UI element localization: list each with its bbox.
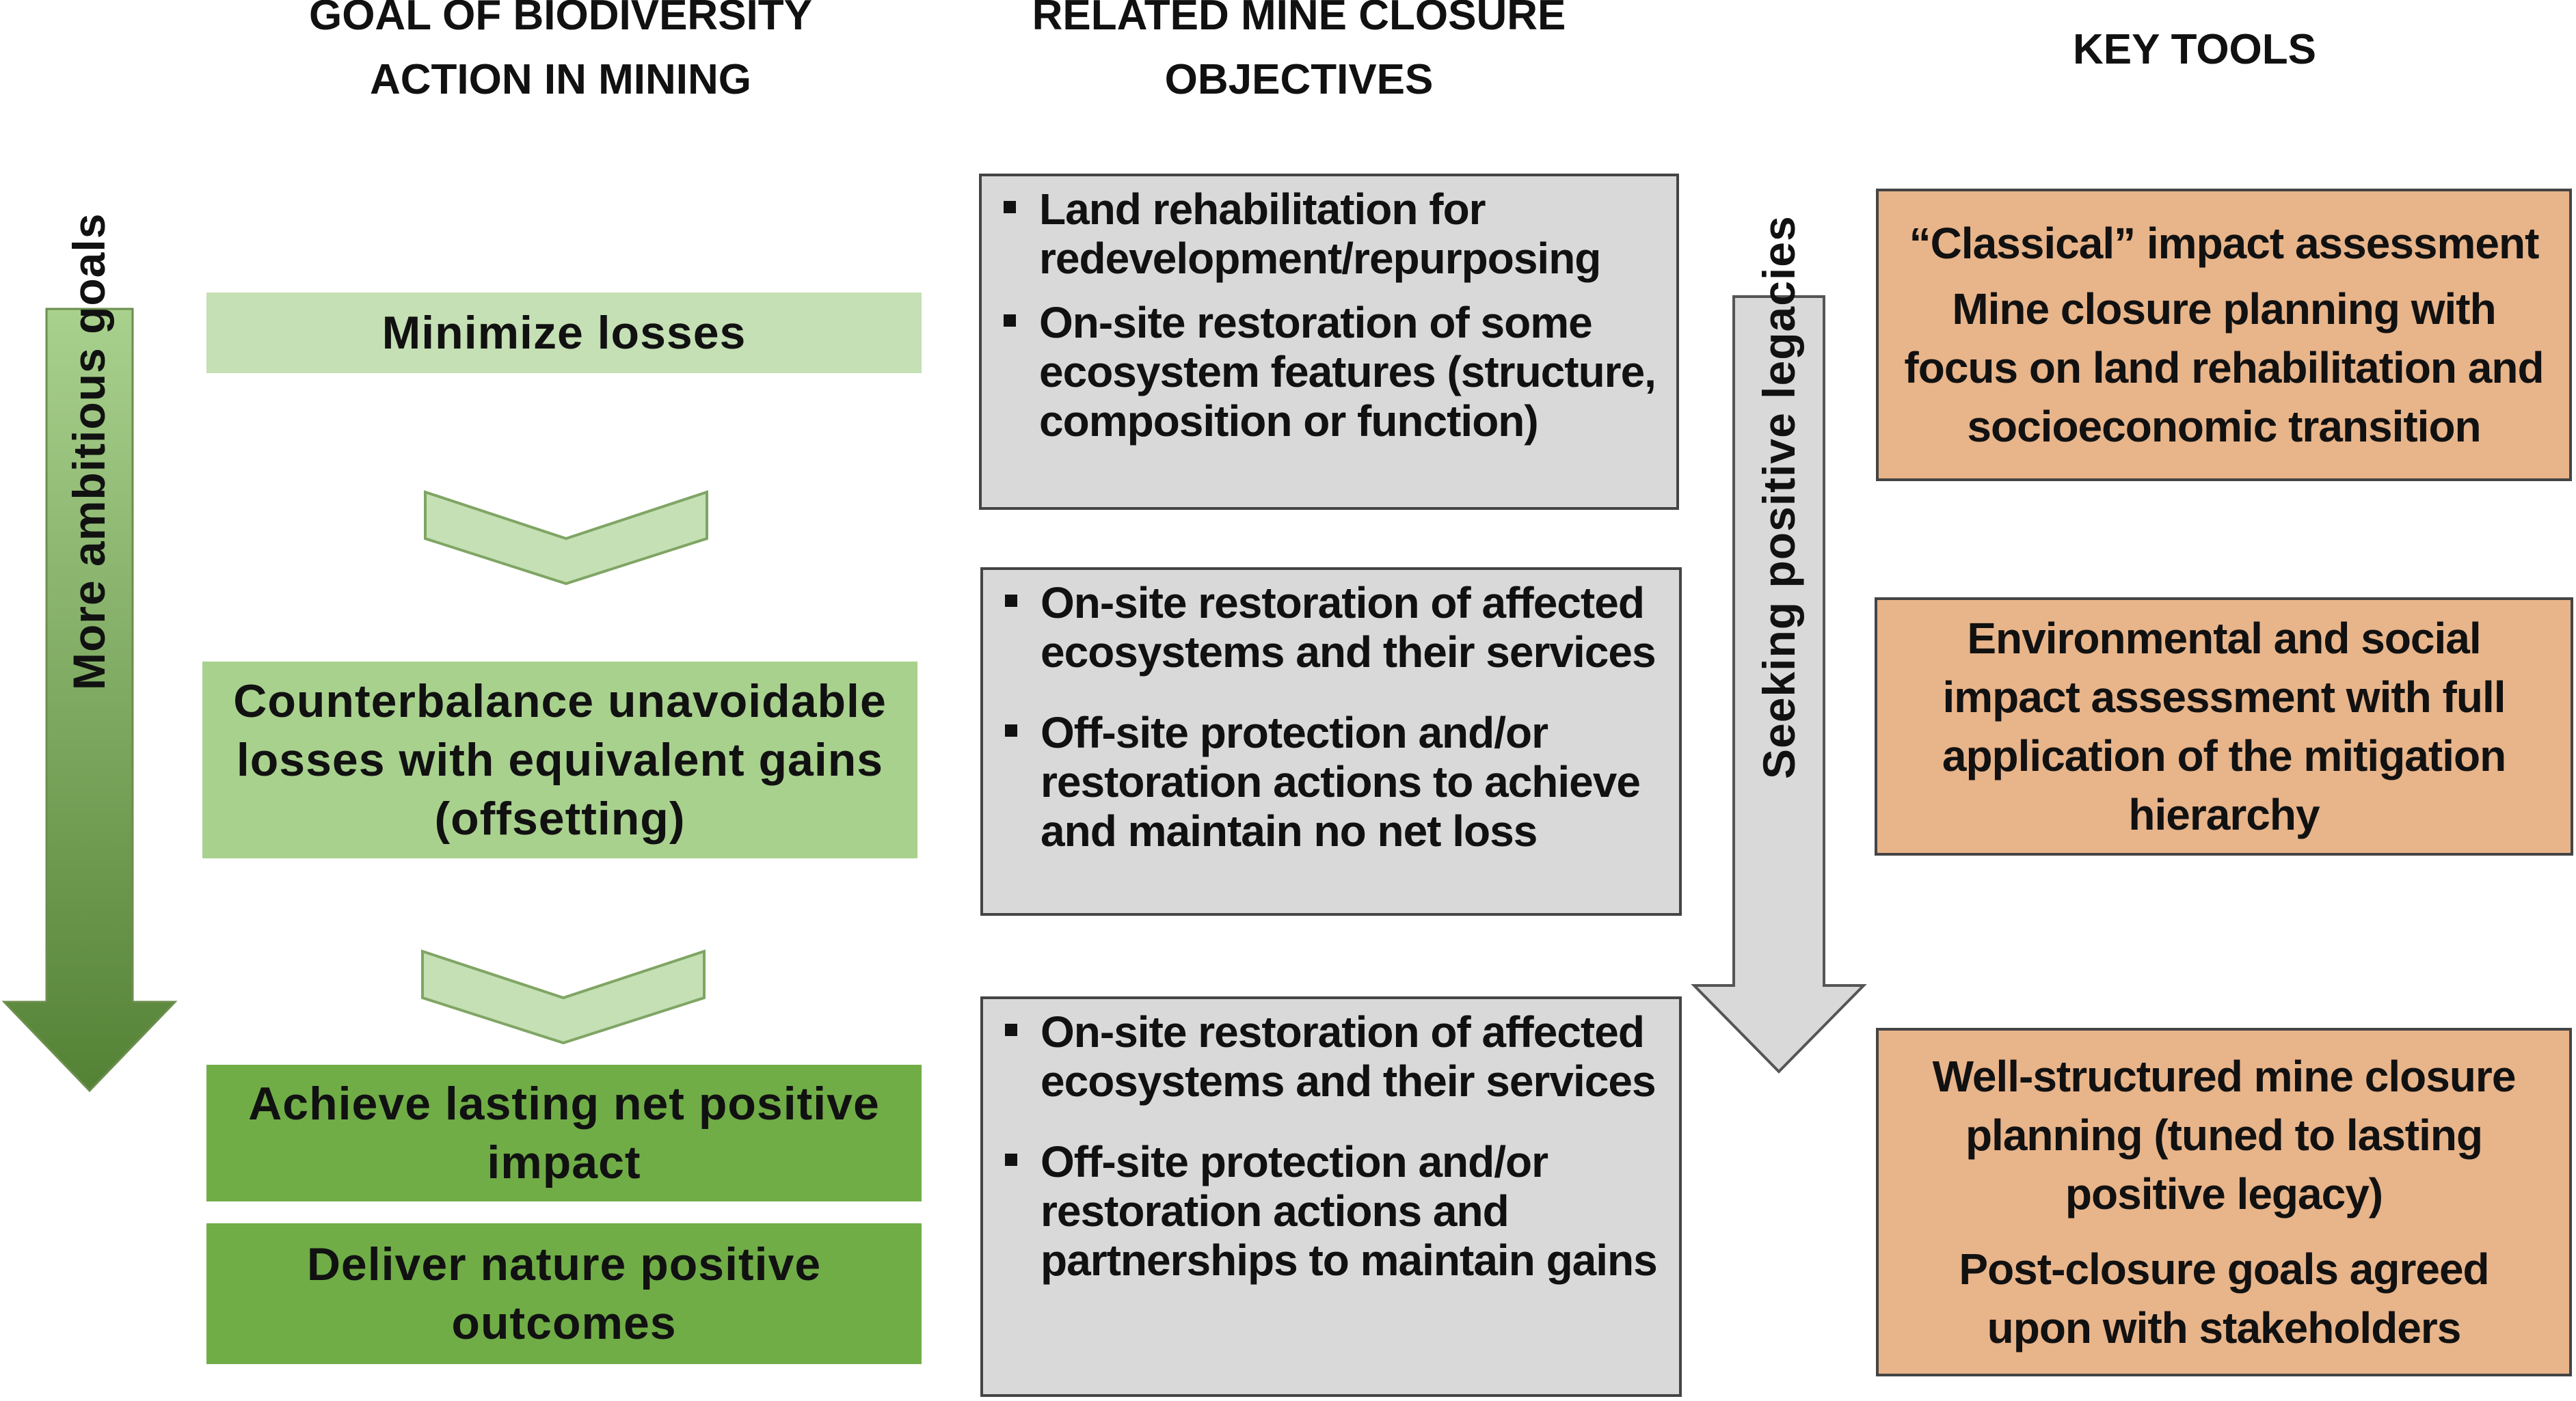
tool-box-3: Well-structured mine closure planning (t… <box>1876 1028 2572 1376</box>
objectives-header-line-2: OBJECTIVES <box>1164 56 1434 103</box>
objective-item: On-site restoration of some ecosystem fe… <box>998 298 1663 446</box>
goal-header-line-1: GOAL OF BIODIVERSITY <box>308 0 813 39</box>
goal-header-line-2: ACTION IN MINING <box>370 56 751 103</box>
tool-line: Mine closure planning with focus on land… <box>1904 284 2544 451</box>
objectives-header-line-1: RELATED MINE CLOSURE <box>1032 0 1566 39</box>
ambition-arrow-label: More ambitious goals <box>64 213 114 690</box>
objectives-column-header: RELATED MINE CLOSURE OBJECTIVES <box>943 0 1654 112</box>
tools-column-header: KEY TOOLS <box>2072 26 2316 73</box>
chevron-down-icon <box>421 949 706 1044</box>
chevron-down-icon <box>424 490 708 585</box>
legacy-arrow-label: Seeking positive legacies <box>1754 215 1804 779</box>
tool-line: Post-closure goals agreed upon with stak… <box>1959 1244 2489 1352</box>
objectives-box-3: On-site restoration of affected ecosyste… <box>980 996 1682 1397</box>
goal-nature-positive: Deliver nature positive outcomes <box>206 1223 922 1364</box>
objective-item: On-site restoration of affected ecosyste… <box>999 578 1665 677</box>
ambition-arrow <box>1 308 178 1093</box>
objective-item: Off-site protection and/or restoration a… <box>999 708 1665 856</box>
ambition-arrow-shape <box>1 308 178 1093</box>
goal-column-header: GOAL OF BIODIVERSITY ACTION IN MINING <box>205 0 916 112</box>
legacy-arrow <box>1691 295 1867 1074</box>
objectives-box-1: Land rehabilitation for redevelopment/re… <box>979 174 1679 510</box>
objective-item: On-site restoration of affected ecosyste… <box>999 1007 1665 1106</box>
tool-box-1: “Classical” impact assessment Mine closu… <box>1876 189 2572 481</box>
tool-line: “Classical” impact assessment <box>1909 219 2540 268</box>
tool-line: Well-structured mine closure planning (t… <box>1932 1052 2517 1219</box>
legacy-arrow-shape <box>1691 295 1867 1074</box>
goal-counterbalance: Counterbalance unavoidable losses with e… <box>202 662 917 858</box>
goal-minimize-losses: Minimize losses <box>206 293 922 373</box>
goal-net-positive: Achieve lasting net positive impact <box>206 1065 922 1201</box>
objectives-box-2: On-site restoration of affected ecosyste… <box>980 567 1682 916</box>
objective-item: Land rehabilitation for redevelopment/re… <box>998 185 1663 283</box>
tool-line: Environmental and social impact assessme… <box>1942 614 2506 839</box>
tool-box-2: Environmental and social impact assessme… <box>1875 597 2573 856</box>
objective-item: Off-site protection and/or restoration a… <box>999 1137 1665 1285</box>
